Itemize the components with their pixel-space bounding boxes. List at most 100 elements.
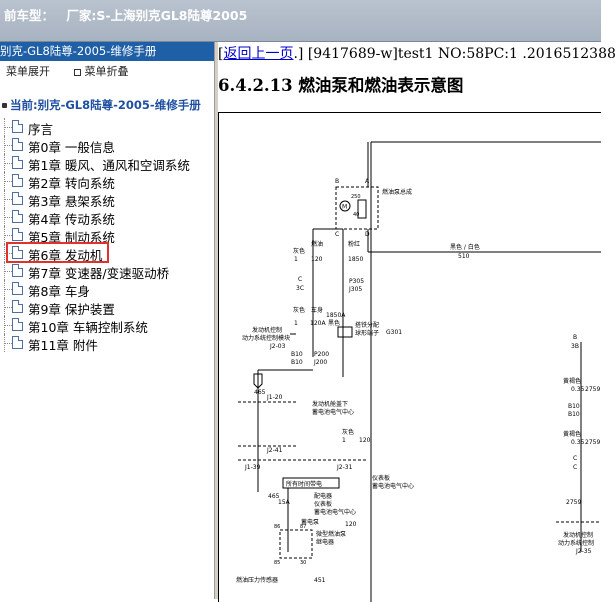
tree-item-label: 第10章 车辆控制系统 xyxy=(28,320,148,335)
label-15a: 15A xyxy=(278,499,291,506)
pin-b-right: B xyxy=(573,334,577,341)
back-link[interactable]: 返回上一页 xyxy=(223,46,294,62)
label-1850a: 1850A xyxy=(326,312,346,319)
label-b10-r2: B10 xyxy=(568,411,580,418)
manufacturer-label: 厂家:S-上海别克GL8陆尊2005 xyxy=(66,8,248,23)
label-underhood-2: 蓄电池电气中心 xyxy=(312,408,354,416)
tree-line xyxy=(4,316,12,334)
tree-item[interactable]: 第4章 传动系统 xyxy=(4,208,214,227)
label-510: 510 xyxy=(458,253,470,260)
tree-root-icon xyxy=(2,102,7,108)
chapter-tree: 序言第0章 一般信息第1章 暖风、通风和空调系统第2章 转向系统第3章 悬架系统… xyxy=(4,118,214,353)
section-title: 6.4.2.13 燃油泵和燃油表示意图 xyxy=(218,76,464,95)
document-icon xyxy=(12,336,23,349)
tree-connector xyxy=(5,235,12,236)
label-pressure: 燃油压力传感器 xyxy=(236,576,278,584)
label-86: 86 xyxy=(274,524,280,530)
label-gray-2: 灰色 xyxy=(293,306,305,314)
label-relay-pump: 蓄电泵 xyxy=(301,518,319,526)
tree-item[interactable]: 第10章 车辆控制系统 xyxy=(4,316,214,335)
motor-icon: M xyxy=(342,204,347,211)
tree-line xyxy=(4,262,12,280)
label-j200: J200 xyxy=(313,359,327,366)
tree-item[interactable]: 第7章 变速器/变速驱动桥 xyxy=(4,262,214,281)
tree-connector xyxy=(5,253,12,254)
label-465: 465 xyxy=(254,389,266,396)
tree-item[interactable]: 第8章 车身 xyxy=(4,280,214,299)
label-ip-2: 蓄电池电气中心 xyxy=(372,482,414,490)
tree-item[interactable]: 第2章 转向系统 xyxy=(4,172,214,191)
label-p200: P200 xyxy=(314,351,329,358)
tree-item[interactable]: 第11章 附件 xyxy=(4,334,214,353)
label-j2-31: J2-31 xyxy=(336,464,353,471)
selection-highlight xyxy=(6,242,109,263)
tree-item[interactable]: 第9章 保护装置 xyxy=(4,298,214,317)
tree-item-label: 第1章 暖风、通风和空调系统 xyxy=(28,158,190,173)
label-b10-1: B10 xyxy=(291,351,303,358)
tree-item[interactable]: 第6章 发动机 xyxy=(4,242,214,263)
label-451: 451 xyxy=(314,577,326,584)
tree-line xyxy=(4,208,12,226)
document-icon xyxy=(12,264,23,277)
label-fuse-1: 配电器 xyxy=(314,492,332,500)
tree-item-label: 序言 xyxy=(28,122,54,137)
document-icon xyxy=(12,228,23,241)
tree-connector xyxy=(5,343,12,344)
label-ecm-r2: 动力系统控制 xyxy=(558,539,594,547)
tree-item[interactable]: 第1章 暖风、通风和空调系统 xyxy=(4,154,214,173)
label-035-1: 0.35 xyxy=(571,386,585,393)
tree-root[interactable]: 当前:别克-GL8陆尊-2005-维修手册 xyxy=(0,97,214,113)
label-fuse-2: 仪表板 xyxy=(314,500,332,508)
tree-item-label: 第5章 制动系统 xyxy=(28,230,115,245)
tree-line xyxy=(4,244,12,262)
label-30: 30 xyxy=(300,560,306,566)
label-250: 250 xyxy=(351,194,361,200)
tree-item[interactable]: 第5章 制动系统 xyxy=(4,226,214,245)
label-2759-3: 2759 xyxy=(566,499,581,506)
tree-item-label: 第9章 保护装置 xyxy=(28,302,115,317)
tree-item[interactable]: 第0章 一般信息 xyxy=(4,136,214,155)
label-035-2: 0.35 xyxy=(571,439,585,446)
tree-connector xyxy=(5,163,12,164)
label-pink: 粉红 xyxy=(348,240,360,248)
tree-item-label: 第8章 车身 xyxy=(28,284,90,299)
document-icon xyxy=(12,156,23,169)
label-fuel-relay-1: 微型燃油泵 xyxy=(316,530,346,538)
label-2759-2: 2759 xyxy=(585,439,600,446)
header-title: 前车型： 厂家:S-上海别克GL8陆尊2005 xyxy=(4,5,247,24)
label-black: 黑色 xyxy=(328,319,340,327)
menu-expand-button[interactable]: 菜单展开 xyxy=(6,61,60,83)
tree-line xyxy=(4,190,12,208)
label-1: 1 xyxy=(294,256,298,263)
label-ecm-r3: J2-35 xyxy=(575,548,592,555)
expand-label: 菜单展开 xyxy=(6,65,50,78)
panel-divider[interactable] xyxy=(214,42,218,599)
content-panel: [返回上一页.] [9417689-w]test1 NO:58PC:1 .201… xyxy=(218,42,616,602)
label-1b: 1 xyxy=(294,320,298,327)
nav-line: [返回上一页.] [9417689-w]test1 NO:58PC:1 .201… xyxy=(218,43,616,63)
label-j305: J305 xyxy=(348,286,362,293)
tree-item[interactable]: 序言 xyxy=(4,118,214,137)
pin-c-right-2: C xyxy=(573,464,577,471)
tree-connector xyxy=(5,325,12,326)
collapse-label: 菜单折叠 xyxy=(84,65,129,78)
tree-connector xyxy=(5,271,12,272)
tree-root-label: 当前:别克-GL8陆尊-2005-维修手册 xyxy=(10,98,201,112)
label-ground-dist: 搭铁分配 xyxy=(355,321,379,329)
menu-collapse-button[interactable]: 菜单折叠 xyxy=(73,61,139,83)
label-g301: G301 xyxy=(386,329,402,336)
label-vehicle: 车身 xyxy=(311,306,323,314)
pin-3b-right: 3B xyxy=(571,343,579,350)
vehicle-model-label: 前车型： xyxy=(4,8,55,23)
label-ip-1: 仪表板 xyxy=(372,474,390,482)
label-1850: 1850 xyxy=(348,256,363,263)
pin-c: C xyxy=(335,231,339,238)
tree-item[interactable]: 第3章 悬架系统 xyxy=(4,190,214,209)
fuel-pump-label: 燃油泵总成 xyxy=(382,188,412,196)
label-p305: P305 xyxy=(349,278,364,285)
tree-connector xyxy=(5,307,12,308)
app-header: 前车型： 厂家:S-上海别克GL8陆尊2005 xyxy=(0,0,601,42)
label-ecm-1: 发动机控制 xyxy=(252,326,282,334)
pin-c-right: C xyxy=(573,455,577,462)
label-b10-r1: B10 xyxy=(568,403,580,410)
